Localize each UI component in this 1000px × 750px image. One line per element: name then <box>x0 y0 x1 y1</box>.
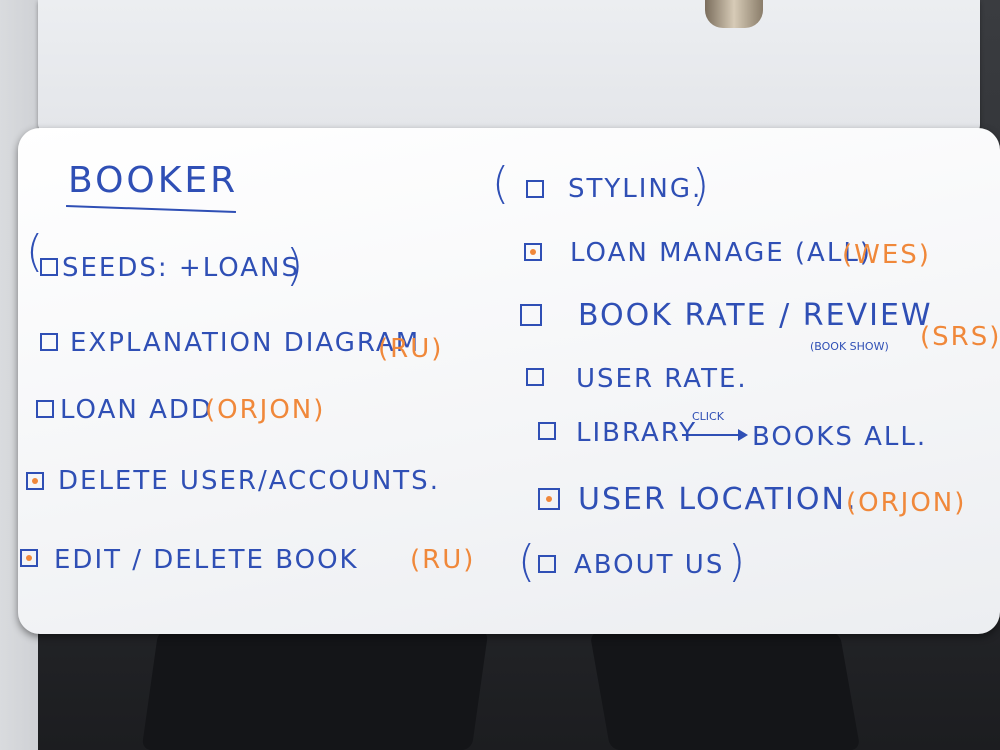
checkbox-delete-user <box>26 472 44 490</box>
whiteboard <box>18 128 1000 634</box>
item-loan-manage: LOAN MANAGE (ALL) <box>570 238 872 268</box>
open-paren-about: ( <box>518 536 536 587</box>
item-user-rate: USER RATE. <box>576 364 748 394</box>
open-paren-styling: ( <box>492 158 510 209</box>
item-edit-delete-book: EDIT / DELETE BOOK <box>54 545 359 575</box>
item-seeds: SEEDS: +LOANS <box>62 253 300 283</box>
item-user-location: USER LOCATION. <box>578 482 858 517</box>
checkbox-user-location <box>538 488 560 510</box>
item-loan-add: LOAN ADD <box>60 395 213 425</box>
arrow-icon <box>682 429 748 441</box>
checkbox-library <box>538 422 556 440</box>
bottle <box>705 0 763 28</box>
open-paren: ( <box>26 226 44 277</box>
item-styling: STYLING. <box>568 174 703 204</box>
owner-explanation: (RU) <box>378 334 444 364</box>
close-paren: ) <box>286 240 304 291</box>
checkbox-edit-delete-book <box>20 549 38 567</box>
checkbox-explanation <box>40 333 58 351</box>
owner-edit-delete-book: (RU) <box>410 545 476 575</box>
checkbox-loan-manage <box>524 243 542 261</box>
chair-left <box>141 630 489 750</box>
item-about-us: ABOUT US <box>574 550 725 580</box>
owner-book-rate: (SRS) <box>920 322 1000 352</box>
chair-right <box>589 632 861 750</box>
item-books-all: BOOKS ALL. <box>752 422 928 452</box>
checkbox-styling <box>526 180 544 198</box>
item-explanation: EXPLANATION DIAGRAM <box>70 328 421 358</box>
owner-user-location: (ORJON) <box>846 488 967 518</box>
checkbox-user-rate <box>526 368 544 386</box>
checkbox-book-rate <box>520 304 542 326</box>
close-paren-about: ) <box>728 536 746 587</box>
checkbox-seeds <box>40 258 58 276</box>
owner-loan-manage: (WES) <box>842 240 931 270</box>
item-book-rate: BOOK RATE / REVIEW <box>578 298 933 333</box>
arrow-label-click: CLICK <box>692 410 724 423</box>
checkbox-about-us <box>538 555 556 573</box>
upper-table <box>38 0 980 146</box>
item-delete-user: DELETE USER/ACCOUNTS. <box>58 466 440 496</box>
owner-loan-add: (ORJON) <box>205 395 326 425</box>
checkbox-loan-add <box>36 400 54 418</box>
item-library: LIBRARY <box>576 418 698 448</box>
close-paren-styling: ) <box>692 160 710 211</box>
board-title: BOOKER <box>68 160 239 201</box>
note-book-show: (BOOK SHOW) <box>810 340 889 353</box>
